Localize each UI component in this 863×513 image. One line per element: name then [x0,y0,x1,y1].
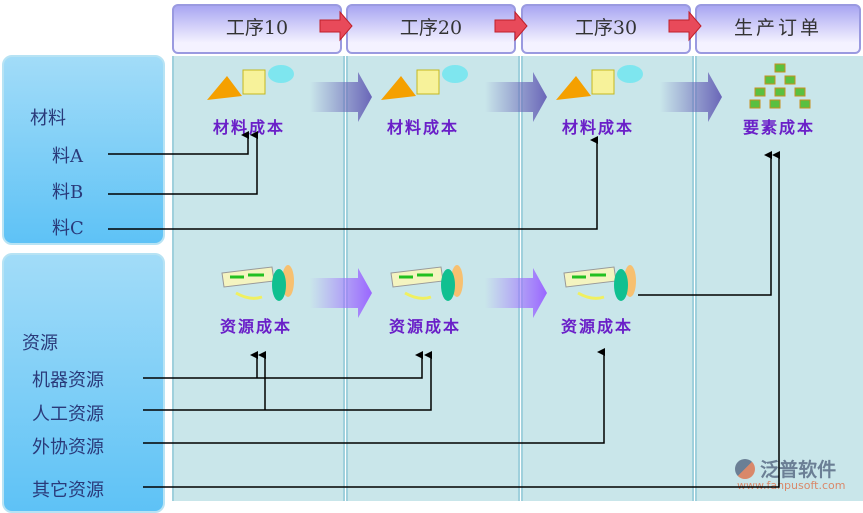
logo-icon [735,458,755,479]
material-a: 料A [52,146,83,167]
materials-panel [2,55,165,245]
resource-outsource: 外协资源 [32,437,104,458]
flow-arrow-icons [310,72,722,318]
resources-panel [2,253,165,513]
resource-labor: 人工资源 [32,404,104,425]
diagram-graphics [108,10,811,488]
red-arrow-icons [319,10,702,42]
resources-title: 资源 [22,333,58,354]
materials-title: 材料 [30,108,66,129]
resource-machine: 机器资源 [32,370,104,391]
resource-icons [221,265,636,301]
resource-cost-20: 资源成本 [389,317,462,336]
material-cost-30: 材料成本 [562,118,635,137]
shapes-icons [207,65,643,100]
material-cost-10: 材料成本 [213,118,286,137]
hierarchy-icon [749,63,811,109]
connector-lines [108,131,780,488]
element-cost: 要素成本 [743,118,816,137]
header-process-10: 工序10 [172,4,342,54]
logo-url: www.fanpusoft.com [737,479,846,492]
resource-other: 其它资源 [32,480,104,501]
resource-cost-10: 资源成本 [220,317,293,336]
resource-cost-30: 资源成本 [561,317,634,336]
material-b: 料B [52,182,84,203]
header-production-order: 生产订单 [695,4,861,54]
material-c: 料C [52,218,84,239]
material-cost-20: 材料成本 [387,118,460,137]
